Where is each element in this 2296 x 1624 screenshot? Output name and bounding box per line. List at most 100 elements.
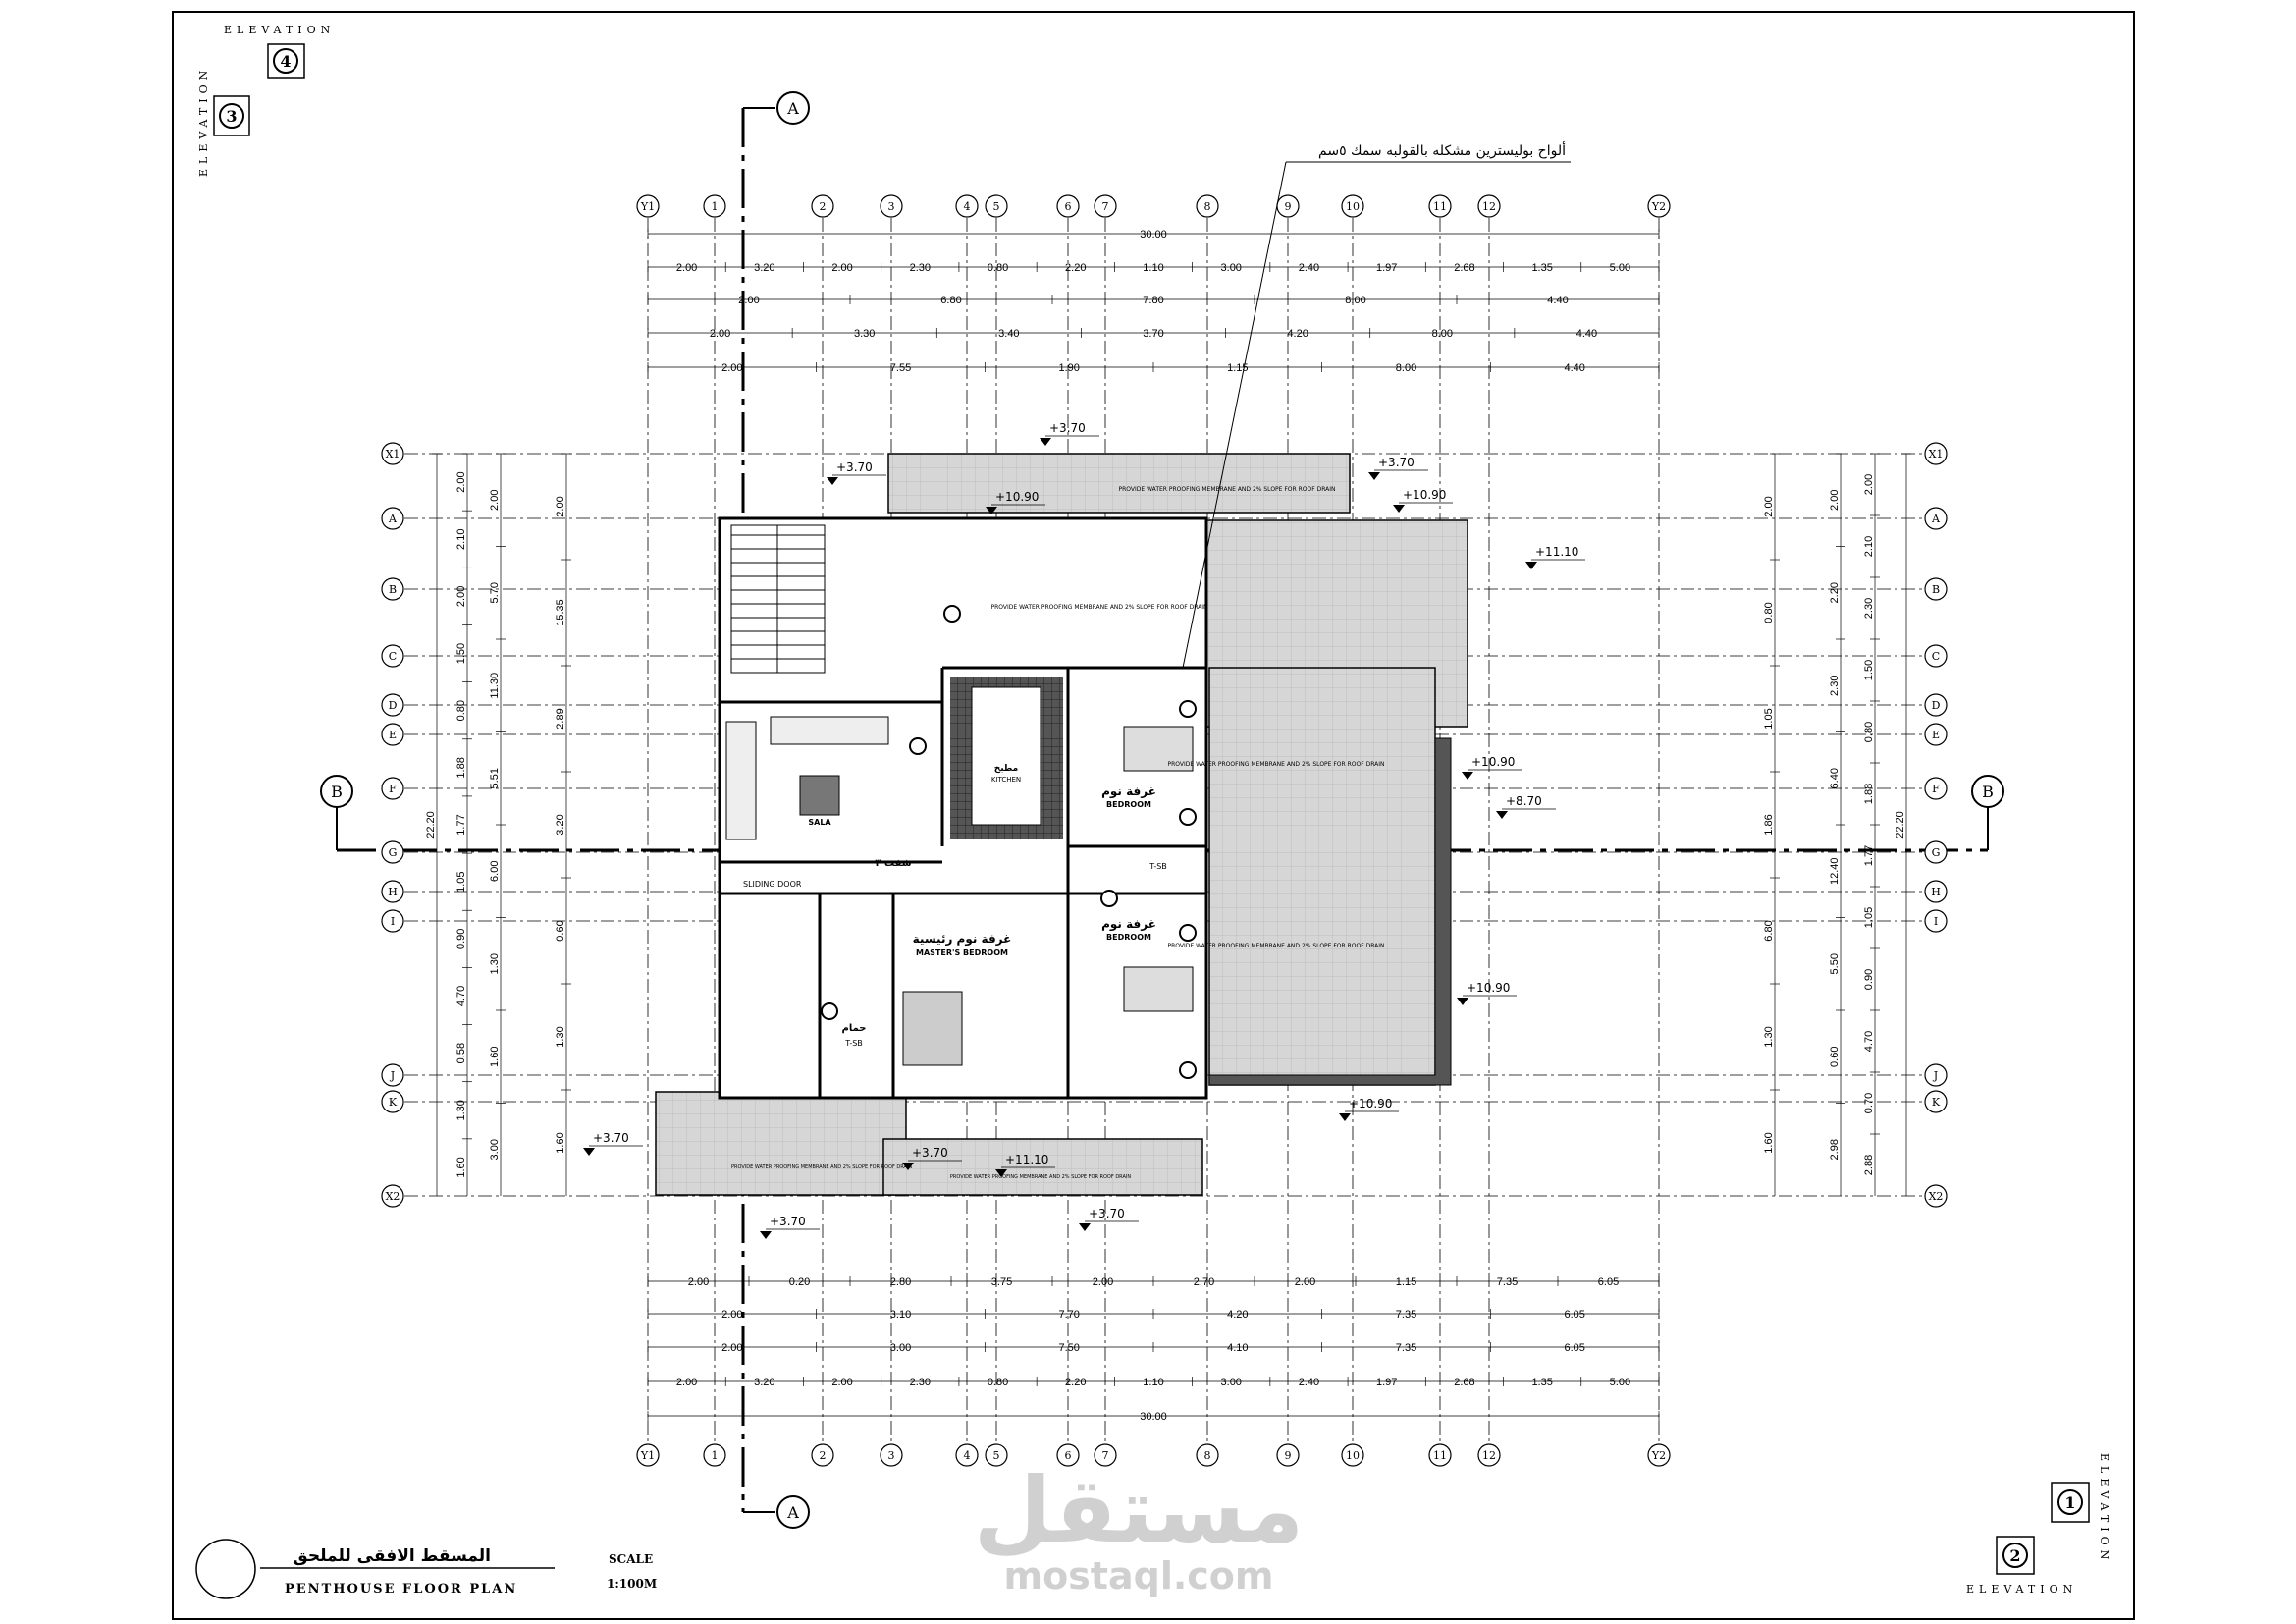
grid-bubble-col-10-top	[1341, 194, 1364, 218]
level-marker-8	[1393, 505, 1405, 513]
elevation-marker-3: ELEVATION 3	[197, 66, 250, 177]
grid-label-row-X2-left: X2	[386, 1190, 400, 1203]
section-a-top-label: A	[786, 99, 799, 118]
right-dim-a-value-3: 1.50	[1863, 660, 1875, 680]
bottom-dim-row1-value-9: 6.05	[1598, 1276, 1619, 1288]
grid-bubble-col-12-bottom	[1477, 1443, 1501, 1467]
grid-label-col-10-top: 10	[1346, 200, 1360, 213]
kitchen-counter	[971, 686, 1041, 826]
plan-title-en: PENTHOUSE FLOOR PLAN	[285, 1582, 517, 1597]
grid-label-col-6-bottom: 6	[1065, 1449, 1072, 1462]
level-value-3: +3.70	[593, 1131, 629, 1145]
bottom-dim-row2-value-0: 2.00	[721, 1309, 742, 1321]
left-dim-a-value-5: 1.88	[455, 757, 467, 778]
left-dim-a-value-3: 1.50	[455, 643, 467, 664]
bottom-dim-row3-value-3: 4.10	[1227, 1342, 1248, 1354]
grid-bubble-row-D-left	[381, 693, 404, 717]
elevation-title-top: ELEVATION	[224, 24, 335, 36]
bottom-dim-row4-value-11: 1.35	[1531, 1377, 1552, 1388]
bottom-dim-row3-value-5: 6.05	[1564, 1342, 1584, 1354]
grid-bubble-col-Y1-top	[636, 194, 660, 218]
grid-bubble-row-K-right	[1924, 1090, 1948, 1113]
grid-label-row-I-left: I	[391, 915, 395, 928]
right-dim-a-value-6: 1.77	[1863, 845, 1875, 866]
right-dim-b-value-3: 6.40	[1829, 768, 1841, 788]
right-dim-c-value-4: 6.80	[1763, 920, 1775, 941]
top-dim-row2-value-3: 8.00	[1345, 295, 1365, 306]
grid-label-row-C-left: C	[389, 650, 397, 663]
grid-label-row-A-left: A	[388, 513, 398, 525]
grid-bubble-row-I-left	[381, 909, 404, 933]
top-dim-row1-value-1: 3.20	[754, 262, 774, 274]
bottom-dim-row4-value-8: 2.40	[1299, 1377, 1319, 1388]
grid-bubble-row-J-right	[1924, 1063, 1948, 1087]
elevation-tag-1: 1	[2064, 1493, 2075, 1512]
left-dim-a-value-1: 2.10	[455, 529, 467, 550]
bottom-dim-row4-value-12: 5.00	[1610, 1377, 1630, 1388]
grid-label-row-G-left: G	[389, 846, 398, 859]
level-value-4: +3.70	[912, 1146, 948, 1160]
grid-bubble-row-G-right	[1924, 840, 1948, 864]
master-bedroom-label-ar: غرفة نوم رئيسية	[913, 932, 1012, 947]
right-dim-a-value-4: 0.80	[1863, 722, 1875, 742]
bed-bedroom-1	[1123, 726, 1194, 772]
grid-bubble-col-10-bottom	[1341, 1443, 1364, 1467]
left-dim-a-value-10: 0.58	[455, 1043, 467, 1063]
grid-label-row-X1-right: X1	[1929, 448, 1944, 460]
bottom-dim-row2-value-1: 3.10	[890, 1309, 911, 1321]
right-dim-c-value-3: 1.86	[1763, 814, 1775, 835]
bottom-dim-row2-value-3: 4.20	[1227, 1309, 1248, 1321]
right-dim-a-value-1: 2.10	[1863, 536, 1875, 557]
grid-bubble-row-H-left	[381, 880, 404, 903]
grid-label-row-K-left: K	[389, 1096, 398, 1109]
top-dim-row4-value-5: 4.40	[1564, 362, 1584, 374]
shaft-label: شفت ٣	[875, 858, 911, 869]
grid-label-col-10-bottom: 10	[1346, 1449, 1360, 1462]
top-dim-row4-value-2: 1.90	[1058, 362, 1079, 374]
elevation-title-right: ELEVATION	[2098, 1453, 2110, 1564]
grid-bubble-col-5-top	[985, 194, 1008, 218]
grid-bubble-col-6-bottom	[1056, 1443, 1080, 1467]
elevation-tag-2: 2	[2009, 1546, 2020, 1565]
grid-label-col-8-bottom: 8	[1204, 1449, 1211, 1462]
bottom-dim-overall-value-0: 30.00	[1140, 1411, 1167, 1423]
level-marker-13	[995, 1169, 1007, 1177]
title-block-circle	[195, 1539, 256, 1599]
right-dim-a-value-10: 0.70	[1863, 1093, 1875, 1113]
top-dim-row1-value-5: 2.20	[1065, 262, 1086, 274]
grid-label-col-3-bottom: 3	[888, 1449, 895, 1462]
grid-bubble-col-6-top	[1056, 194, 1080, 218]
section-b-left-label: B	[331, 783, 343, 801]
sliding-door-label: SLIDING DOOR	[743, 880, 802, 889]
bedroom-2-label-en: BEDROOM	[1106, 933, 1151, 942]
bottom-dim-row4-value-10: 2.68	[1454, 1377, 1474, 1388]
staircase	[730, 524, 826, 674]
right-dim-c-value-0: 2.00	[1763, 496, 1775, 516]
kitchen-label-en: KITCHEN	[991, 776, 1021, 784]
level-value-5: +3.70	[770, 1215, 806, 1228]
right-dim-a-value-2: 2.30	[1863, 598, 1875, 619]
grid-label-row-A-right: A	[1931, 513, 1941, 525]
level-value-7: +10.90	[995, 490, 1039, 504]
kitchen-label-ar: مطبخ	[994, 764, 1019, 774]
grid-bubble-row-E-left	[381, 723, 404, 746]
bottom-dim-row1-value-5: 2.70	[1194, 1276, 1214, 1288]
grid-bubble-row-X2-right	[1924, 1184, 1948, 1208]
roof-note-east-2: PROVIDE WATER PROOFING MEMBRANE AND 2% S…	[1167, 943, 1384, 949]
bottom-dim-row4-value-2: 2.00	[831, 1377, 852, 1388]
grid-bubble-row-F-left	[381, 777, 404, 800]
grid-label-col-2-top: 2	[820, 200, 827, 213]
level-marker-9	[1462, 772, 1473, 780]
floor-plan-body: غرفة نوم BEDROOM غرفة نوم BEDROOM غرفة ن…	[655, 141, 1571, 1196]
elevation-tag-4: 4	[280, 52, 291, 71]
elevation-title-left: ELEVATION	[197, 66, 210, 177]
grid-bubble-row-C-right	[1924, 644, 1948, 668]
roof-note-sw: PROVIDE WATER PROOFING MEMBRANE AND 2% S…	[731, 1164, 912, 1170]
right-dim-b-value-1: 2.20	[1829, 582, 1841, 603]
grid-bubble-row-B-left	[381, 577, 404, 601]
bedroom-2-label-ar: غرفة نوم	[1101, 917, 1156, 932]
bedroom-1-label-en: BEDROOM	[1106, 800, 1151, 809]
grid-label-col-2-bottom: 2	[820, 1449, 827, 1462]
top-dim-row1-value-8: 2.40	[1299, 262, 1319, 274]
level-value-1: +3.70	[1049, 421, 1086, 435]
